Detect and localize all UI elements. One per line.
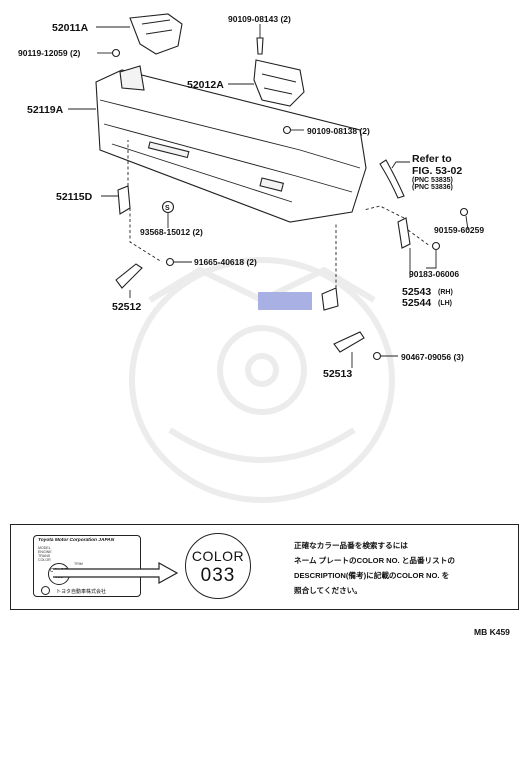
plate-line-trim: TRIM [74, 562, 83, 566]
clip-93568[interactable]: S [161, 200, 175, 214]
bracket-52543-52544[interactable] [397, 217, 411, 249]
label-fig-53-02: FIG. 53-02 [412, 165, 462, 177]
label-52512: 52512 [112, 301, 141, 313]
label-52513: 52513 [323, 368, 352, 380]
label-90109-138: 90109-08138 (2) [307, 126, 370, 136]
color-code: 033 [200, 565, 236, 586]
retainer-52513[interactable] [333, 331, 365, 353]
selection-highlight [258, 292, 312, 310]
label-52543: 52543 [402, 286, 431, 298]
bumper-cover[interactable] [95, 65, 367, 223]
label-52011A: 52011A [52, 22, 89, 34]
plate-line-color: COLOR [38, 558, 51, 562]
side-bracket-lower[interactable] [321, 287, 339, 311]
nut-90183[interactable] [431, 241, 441, 251]
bracket-52115D[interactable] [117, 185, 131, 215]
label-lh: (LH) [438, 300, 452, 307]
bolt-90109-143[interactable] [256, 37, 264, 55]
label-52119A: 52119A [27, 104, 64, 116]
label-52012A: 52012A [187, 79, 224, 91]
label-91665: 91665-40618 (2) [194, 257, 257, 267]
label-52115D: 52115D [56, 191, 93, 203]
color-label: COLOR [191, 548, 245, 564]
color-note-box: Toyota Motor Corporation JAPAN MODEL ENG… [10, 524, 519, 610]
plate-title: Toyota Motor Corporation JAPAN [38, 538, 115, 543]
plate-line-trans: TRANS [38, 554, 51, 558]
plate-line-model: MODEL [38, 546, 51, 550]
bolt-91665[interactable] [165, 257, 175, 267]
label-90119: 90119-12059 (2) [18, 48, 81, 58]
color-code-circle: COLOR 033 [185, 533, 251, 599]
bolt-90119[interactable] [111, 48, 121, 58]
arrow-icon [53, 561, 179, 585]
fig-53-02-part[interactable] [379, 159, 405, 199]
label-90183: 90183-06006 [409, 269, 459, 279]
label-pnc-53836: (PNC 53836) [412, 184, 453, 191]
toyota-logo-icon [41, 586, 50, 595]
label-90467: 90467-09056 (3) [401, 352, 464, 362]
label-52544: 52544 [402, 297, 431, 309]
label-rh: (RH) [438, 289, 453, 296]
bolt-90159[interactable] [459, 207, 469, 217]
bracket-52011A[interactable] [129, 13, 183, 55]
label-refer: Refer to [412, 153, 452, 165]
label-pnc-53835: (PNC 53835) [412, 177, 453, 184]
diagram-code: MB K459 [474, 627, 510, 637]
screw-90467[interactable] [372, 351, 382, 361]
label-90109-143: 90109-08143 (2) [228, 14, 291, 24]
bolt-90109-138[interactable] [282, 125, 292, 135]
label-93568: 93568-15012 (2) [140, 227, 203, 237]
plate-maker: トヨタ自動車株式会社 [56, 589, 107, 595]
label-90159: 90159-60259 [434, 225, 484, 235]
svg-text:S: S [165, 205, 170, 212]
color-instructions: 正確なカラー品番を検索するには ネーム プレートのCOLOR NO. と品番リス… [294, 541, 455, 595]
retainer-52512[interactable] [115, 263, 143, 289]
bracket-52012A[interactable] [253, 59, 305, 107]
plate-line-engine: ENGINE [38, 550, 52, 554]
